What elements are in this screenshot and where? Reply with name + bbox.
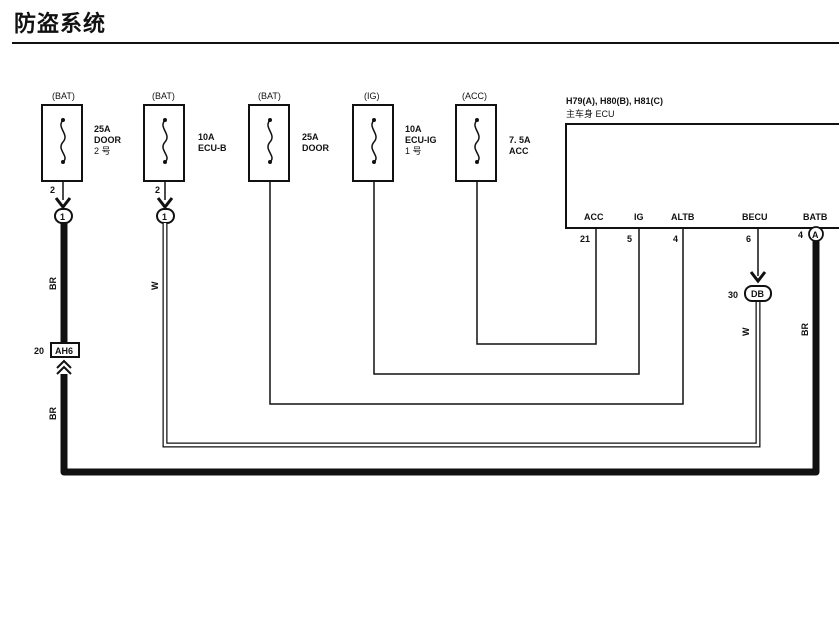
ecu-name: 主车身 ECU xyxy=(566,108,615,119)
fuse-5: (ACC) 7. 5A ACC xyxy=(455,91,531,182)
fuse-1-pin: 2 xyxy=(50,185,55,195)
wire-label-w-right: W xyxy=(741,327,751,336)
fuse-3-source: (BAT) xyxy=(258,91,281,101)
ecu-pin-acc: 21 xyxy=(580,234,590,244)
fuse-1: (BAT) 25A DOOR 2 号 xyxy=(41,91,122,182)
fuse-5-line1: ACC xyxy=(509,146,529,156)
ah6-label: AH6 xyxy=(55,346,73,356)
fuse-3-line1: DOOR xyxy=(302,143,330,153)
connector-1-left: 1 xyxy=(60,212,65,222)
fuse-4-line1: ECU-IG xyxy=(405,135,437,145)
db-label: DB xyxy=(751,289,764,299)
fuse-2-rating: 10A xyxy=(198,132,215,142)
page-title: 防盗系统 xyxy=(14,12,107,37)
ecu-batb-connector: A xyxy=(812,230,819,240)
ecu-pin-batb: 4 xyxy=(798,230,803,240)
ecu-pin-ig: 5 xyxy=(627,234,632,244)
ecu-term-becu: BECU xyxy=(742,212,768,222)
fuse-5-source: (ACC) xyxy=(462,91,487,101)
fuse-1-line2: 2 号 xyxy=(94,146,111,156)
fuse-1-line1: DOOR xyxy=(94,135,122,145)
ecu-connectors: H79(A), H80(B), H81(C) xyxy=(566,96,663,106)
wire-label-br-upper: BR xyxy=(48,277,58,290)
ecu-pin-becu: 6 xyxy=(746,234,751,244)
ecu-term-batb: BATB xyxy=(803,212,828,222)
fuse-3: (BAT) 25A DOOR xyxy=(248,91,330,182)
ecu-term-altb: ALTB xyxy=(671,212,695,222)
fuse-1-rating: 25A xyxy=(94,124,111,134)
fuse-3-rating: 25A xyxy=(302,132,319,142)
fuse-4-line2: 1 号 xyxy=(405,146,422,156)
fuse-4: (IG) 10A ECU-IG 1 号 xyxy=(352,91,437,182)
fuse-2-line1: ECU-B xyxy=(198,143,227,153)
wire-label-w-left: W xyxy=(150,281,160,290)
fuse-4-rating: 10A xyxy=(405,124,422,134)
fuse-2-pin: 2 xyxy=(155,185,160,195)
connector-1-right: 1 xyxy=(162,212,167,222)
ah6-pin: 20 xyxy=(34,346,44,356)
wire-label-br-lower: BR xyxy=(48,407,58,420)
fuse-1-source: (BAT) xyxy=(52,91,75,101)
fuse-2: (BAT) 10A ECU-B xyxy=(143,91,227,182)
fuse-5-rating: 7. 5A xyxy=(509,135,531,145)
title-rule xyxy=(12,42,839,44)
fuse-4-source: (IG) xyxy=(364,91,380,101)
ecu-term-acc: ACC xyxy=(584,212,604,222)
wire-label-br-right: BR xyxy=(800,323,810,336)
db-pin: 30 xyxy=(728,290,738,300)
fuse-2-source: (BAT) xyxy=(152,91,175,101)
ecu-term-ig: IG xyxy=(634,212,644,222)
ecu-pin-altb: 4 xyxy=(673,234,678,244)
main-body-ecu: H79(A), H80(B), H81(C) 主车身 ECU ACC IG AL… xyxy=(565,96,839,244)
